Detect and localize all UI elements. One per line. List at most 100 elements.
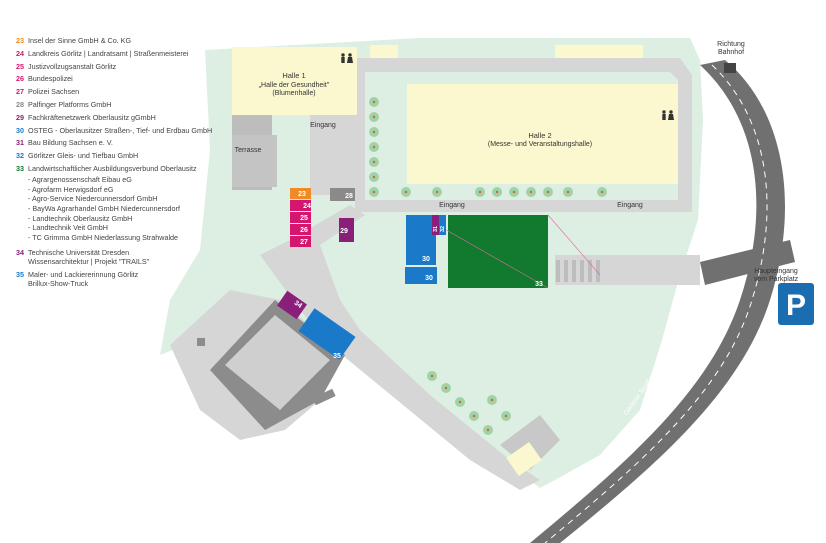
legend-number: 35 bbox=[16, 269, 24, 279]
hall-2-entrance-left: Eingang bbox=[439, 202, 465, 209]
legend-text-line: Görlitzer Gleis- und Tiefbau GmbH bbox=[28, 151, 139, 161]
tree-dot bbox=[512, 190, 516, 194]
tree-dot bbox=[444, 386, 448, 390]
legend-sub-item: - Landtechnik Oberlausitz GmbH bbox=[28, 213, 133, 223]
legend-text-line: Insel der Sinne GmbH & Co. KG bbox=[28, 36, 132, 45]
stand-30-a bbox=[406, 215, 436, 265]
legend-text: Insel der Sinne GmbH & Co. KG bbox=[28, 37, 231, 44]
train-icon bbox=[724, 63, 736, 73]
legend-number: 24 bbox=[16, 48, 24, 58]
stand-24-label: 24 bbox=[303, 203, 311, 210]
hall-2-top-strip bbox=[555, 45, 643, 58]
hall-2 bbox=[407, 84, 678, 184]
legend-number: 32 bbox=[16, 151, 24, 161]
legend-text-line: Bundespolizei bbox=[28, 74, 73, 84]
hall-1-title: Halle 1 bbox=[282, 71, 305, 80]
stand-28 bbox=[330, 188, 355, 201]
legend: 23 Insel der Sinne GmbH & Co. KG 24 Landkre… bbox=[16, 37, 231, 293]
legend-number: 29 bbox=[16, 112, 24, 122]
legend-sub-item: - Agrofarm Herwigsdorf eG bbox=[28, 184, 114, 194]
legend-number: 33 bbox=[16, 163, 24, 173]
stand-26-label: 26 bbox=[300, 227, 308, 234]
toilet-icon-hall-2 bbox=[662, 110, 674, 120]
legend-number: 27 bbox=[16, 87, 24, 97]
parking-sign bbox=[778, 283, 814, 325]
tree-dot bbox=[404, 190, 408, 194]
stand-31 bbox=[432, 215, 439, 235]
legend-text-line: Landwirtschaftlicher Ausbildungsverbund … bbox=[28, 163, 197, 173]
legend-text: Görlitzer Gleis- und Tiefbau GmbH bbox=[28, 152, 231, 159]
pink-line-2 bbox=[547, 214, 601, 276]
legend-text-line: OSTEG - Oberlausitzer Straßen-, Tief- un… bbox=[28, 125, 213, 135]
road-entrance bbox=[700, 240, 795, 285]
legend-text-line-2: Wissensarchitektur | Projekt "TRAILS" bbox=[28, 257, 150, 267]
legend-text: Landkreis Görlitz | Landratsamt | Straße… bbox=[28, 50, 231, 57]
stand-34-label: 34 bbox=[293, 300, 303, 310]
stand-26 bbox=[290, 224, 311, 235]
legend-text-line-2: Brillux-Show-Truck bbox=[28, 279, 89, 289]
trees bbox=[369, 97, 607, 435]
stand-24 bbox=[290, 200, 311, 211]
legend-text: Palfinger Platforms GmbH bbox=[28, 101, 231, 108]
toilet-icon-hall-1 bbox=[341, 53, 353, 63]
legend-sub-item: - BayWa Agrarhandel GmbH Niedercunnersdo… bbox=[28, 203, 180, 213]
stand-31-label: 31 bbox=[433, 226, 439, 232]
legend-text-line: Palfinger Platforms GmbH bbox=[28, 99, 112, 109]
legend-text-line: Justizvollzugsanstalt Görlitz bbox=[28, 61, 117, 71]
legend-text: Justizvollzugsanstalt Görlitz bbox=[28, 61, 231, 71]
legend-item: 32 Görlitzer Gleis- und Tiefbau GmbH bbox=[16, 152, 231, 159]
hall-1-core bbox=[310, 115, 355, 195]
legend-text-line: Landkreis Görlitz | Landratsamt | Straße… bbox=[28, 48, 189, 58]
direction-label-1: Richtung bbox=[717, 41, 745, 48]
legend-item: 25 Justizvollzugsanstalt Görlitz bbox=[16, 61, 231, 71]
bench bbox=[312, 388, 336, 406]
tree-dot bbox=[546, 190, 550, 194]
hall-1-entrance: Eingang bbox=[310, 122, 336, 129]
legend-number: 23 bbox=[16, 36, 24, 45]
stand-33-label: 33 bbox=[535, 281, 543, 288]
legend-text: Bau Bildung Sachsen e. V. bbox=[28, 139, 231, 146]
stand-27 bbox=[290, 236, 311, 247]
crosswalk bbox=[556, 260, 600, 282]
hall-1-top-strip bbox=[370, 45, 398, 58]
legend-text: Landwirtschaftlicher Ausbildungsverbund … bbox=[28, 165, 231, 243]
stand-27-label: 27 bbox=[300, 239, 308, 246]
stand-33 bbox=[448, 215, 548, 288]
legend-number: 26 bbox=[16, 74, 24, 84]
stand-25-label: 25 bbox=[300, 215, 308, 222]
legend-text-line: Bau Bildung Sachsen e. V. bbox=[28, 138, 113, 148]
tree-dot bbox=[458, 400, 462, 404]
tree-dot bbox=[486, 428, 490, 432]
stand-35 bbox=[298, 308, 356, 360]
tree-dot bbox=[372, 130, 376, 134]
terrace bbox=[232, 135, 277, 187]
legend-text-line: Fachkräftenetzwerk Oberlausitz gGmbH bbox=[28, 112, 156, 122]
legend-text: OSTEG - Oberlausitzer Straßen-, Tief- un… bbox=[28, 125, 231, 135]
tree-dot bbox=[372, 160, 376, 164]
stand-32-label: 32 bbox=[440, 226, 446, 232]
tree-dot bbox=[566, 190, 570, 194]
legend-sub-item: - Landtechnik Veit GmbH bbox=[28, 223, 108, 233]
stand-30b-label: 30 bbox=[425, 275, 433, 282]
stand-34 bbox=[277, 290, 307, 320]
hall-2-title: Halle 2 bbox=[528, 131, 551, 140]
tree-dot bbox=[372, 115, 376, 119]
legend-sub-item: - Agrargenossenschaft Eibau eG bbox=[28, 175, 132, 185]
direction-label-2: Bahnhof bbox=[718, 49, 744, 56]
hall-2-subtitle: (Messe- und Veranstaltungshalle) bbox=[488, 141, 592, 148]
legend-number: 25 bbox=[16, 61, 24, 71]
path-vertical-left bbox=[355, 72, 365, 212]
stand-29 bbox=[339, 218, 354, 242]
legend-item: 30 OSTEG - Oberlausitzer Straßen-, Tief- … bbox=[16, 125, 231, 135]
legend-number: 30 bbox=[16, 125, 24, 135]
legend-sub-item: - TC Grimma GmbH Niederlassung Strahwald… bbox=[28, 232, 179, 242]
hall-1 bbox=[232, 47, 357, 115]
legend-number: 31 bbox=[16, 138, 24, 148]
parking-letter: P bbox=[786, 289, 806, 322]
tree-dot bbox=[372, 190, 376, 194]
legend-text: Fachkräftenetzwerk Oberlausitz gGmbH bbox=[28, 114, 231, 121]
